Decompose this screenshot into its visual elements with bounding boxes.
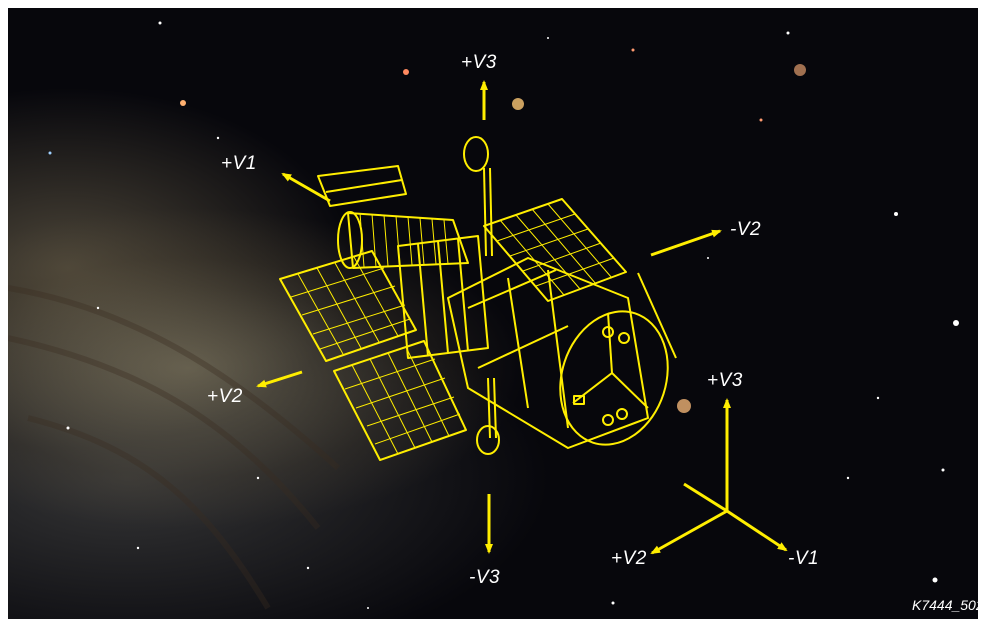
axis-arrows (256, 80, 788, 555)
triad-plus-v2-arrow (650, 509, 728, 555)
label-plus-v1: +V1 (221, 153, 257, 174)
plus-v1-arrow (281, 172, 331, 203)
label-minus-v3: -V3 (469, 567, 501, 588)
triad-cross-line (683, 482, 728, 513)
telescope-drawing (279, 136, 677, 461)
figure-code: K7444_502 (912, 597, 978, 613)
label-triad-plus-v3: +V3 (707, 370, 743, 391)
label-triad-minus-v1: -V1 (788, 548, 820, 569)
label-plus-v3: +V3 (461, 52, 497, 73)
minus-v2-arrow (650, 229, 722, 257)
triad-minus-v1-arrow (726, 509, 788, 552)
label-minus-v2: -V2 (730, 219, 762, 240)
plus-v2-arrow (256, 370, 303, 388)
hubble-axes-figure: +V3 +V1 -V2 +V2 -V3 +V3 +V2 -V1 K7444_50… (8, 8, 978, 619)
label-triad-plus-v2: +V2 (611, 548, 647, 569)
background-stars (8, 21, 959, 610)
label-plus-v2-left: +V2 (207, 386, 243, 407)
